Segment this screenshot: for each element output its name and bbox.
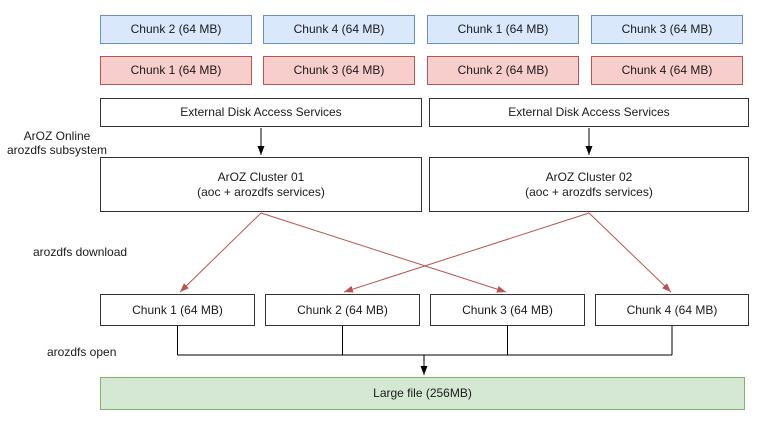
stored-chunk-red-3: Chunk 2 (64 MB) (427, 56, 579, 85)
stored-chunk-red-2: Chunk 3 (64 MB) (263, 56, 415, 85)
subsystem-label-line1: ArOZ Online (23, 129, 91, 143)
cluster-title: ArOZ Cluster 01 (217, 170, 305, 185)
download-arrow-icon (179, 212, 262, 293)
aroz-cluster-02: ArOZ Cluster 02 (aoc + arozdfs services) (429, 157, 749, 212)
download-chunk-4: Chunk 4 (64 MB) (595, 294, 749, 326)
external-disk-access-services-right: External Disk Access Services (429, 98, 749, 127)
download-chunk-1: Chunk 1 (64 MB) (100, 294, 255, 326)
download-chunk-2: Chunk 2 (64 MB) (265, 294, 420, 326)
download-chunk-3: Chunk 3 (64 MB) (430, 294, 585, 326)
download-label: arozdfs download (33, 245, 128, 259)
stored-chunk-red-1: Chunk 1 (64 MB) (100, 56, 252, 85)
subsystem-label-line2: arozdfs subsystem (6, 143, 108, 157)
stored-chunk-red-4: Chunk 4 (64 MB) (591, 56, 743, 85)
subsystem-label: ArOZ Online arozdfs subsystem (0, 129, 114, 157)
merge-bracket (177, 326, 673, 356)
external-disk-access-services-left: External Disk Access Services (100, 98, 422, 127)
large-file-box: Large file (256MB) (100, 377, 745, 410)
cluster-subtitle: (aoc + arozdfs services) (197, 184, 325, 199)
open-label: arozdfs open (47, 345, 117, 359)
stored-chunk-blue-2: Chunk 4 (64 MB) (263, 15, 415, 44)
cluster-title: ArOZ Cluster 02 (545, 170, 633, 185)
stored-chunk-blue-4: Chunk 3 (64 MB) (591, 15, 743, 44)
download-arrow-icon (588, 212, 672, 293)
download-arrow-icon (260, 212, 507, 293)
download-arrow-icon (343, 212, 590, 293)
cluster-subtitle: (aoc + arozdfs services) (525, 184, 653, 199)
stored-chunk-blue-1: Chunk 2 (64 MB) (100, 15, 252, 44)
stored-chunk-blue-3: Chunk 1 (64 MB) (427, 15, 579, 44)
aroz-cluster-01: ArOZ Cluster 01 (aoc + arozdfs services) (100, 157, 422, 212)
